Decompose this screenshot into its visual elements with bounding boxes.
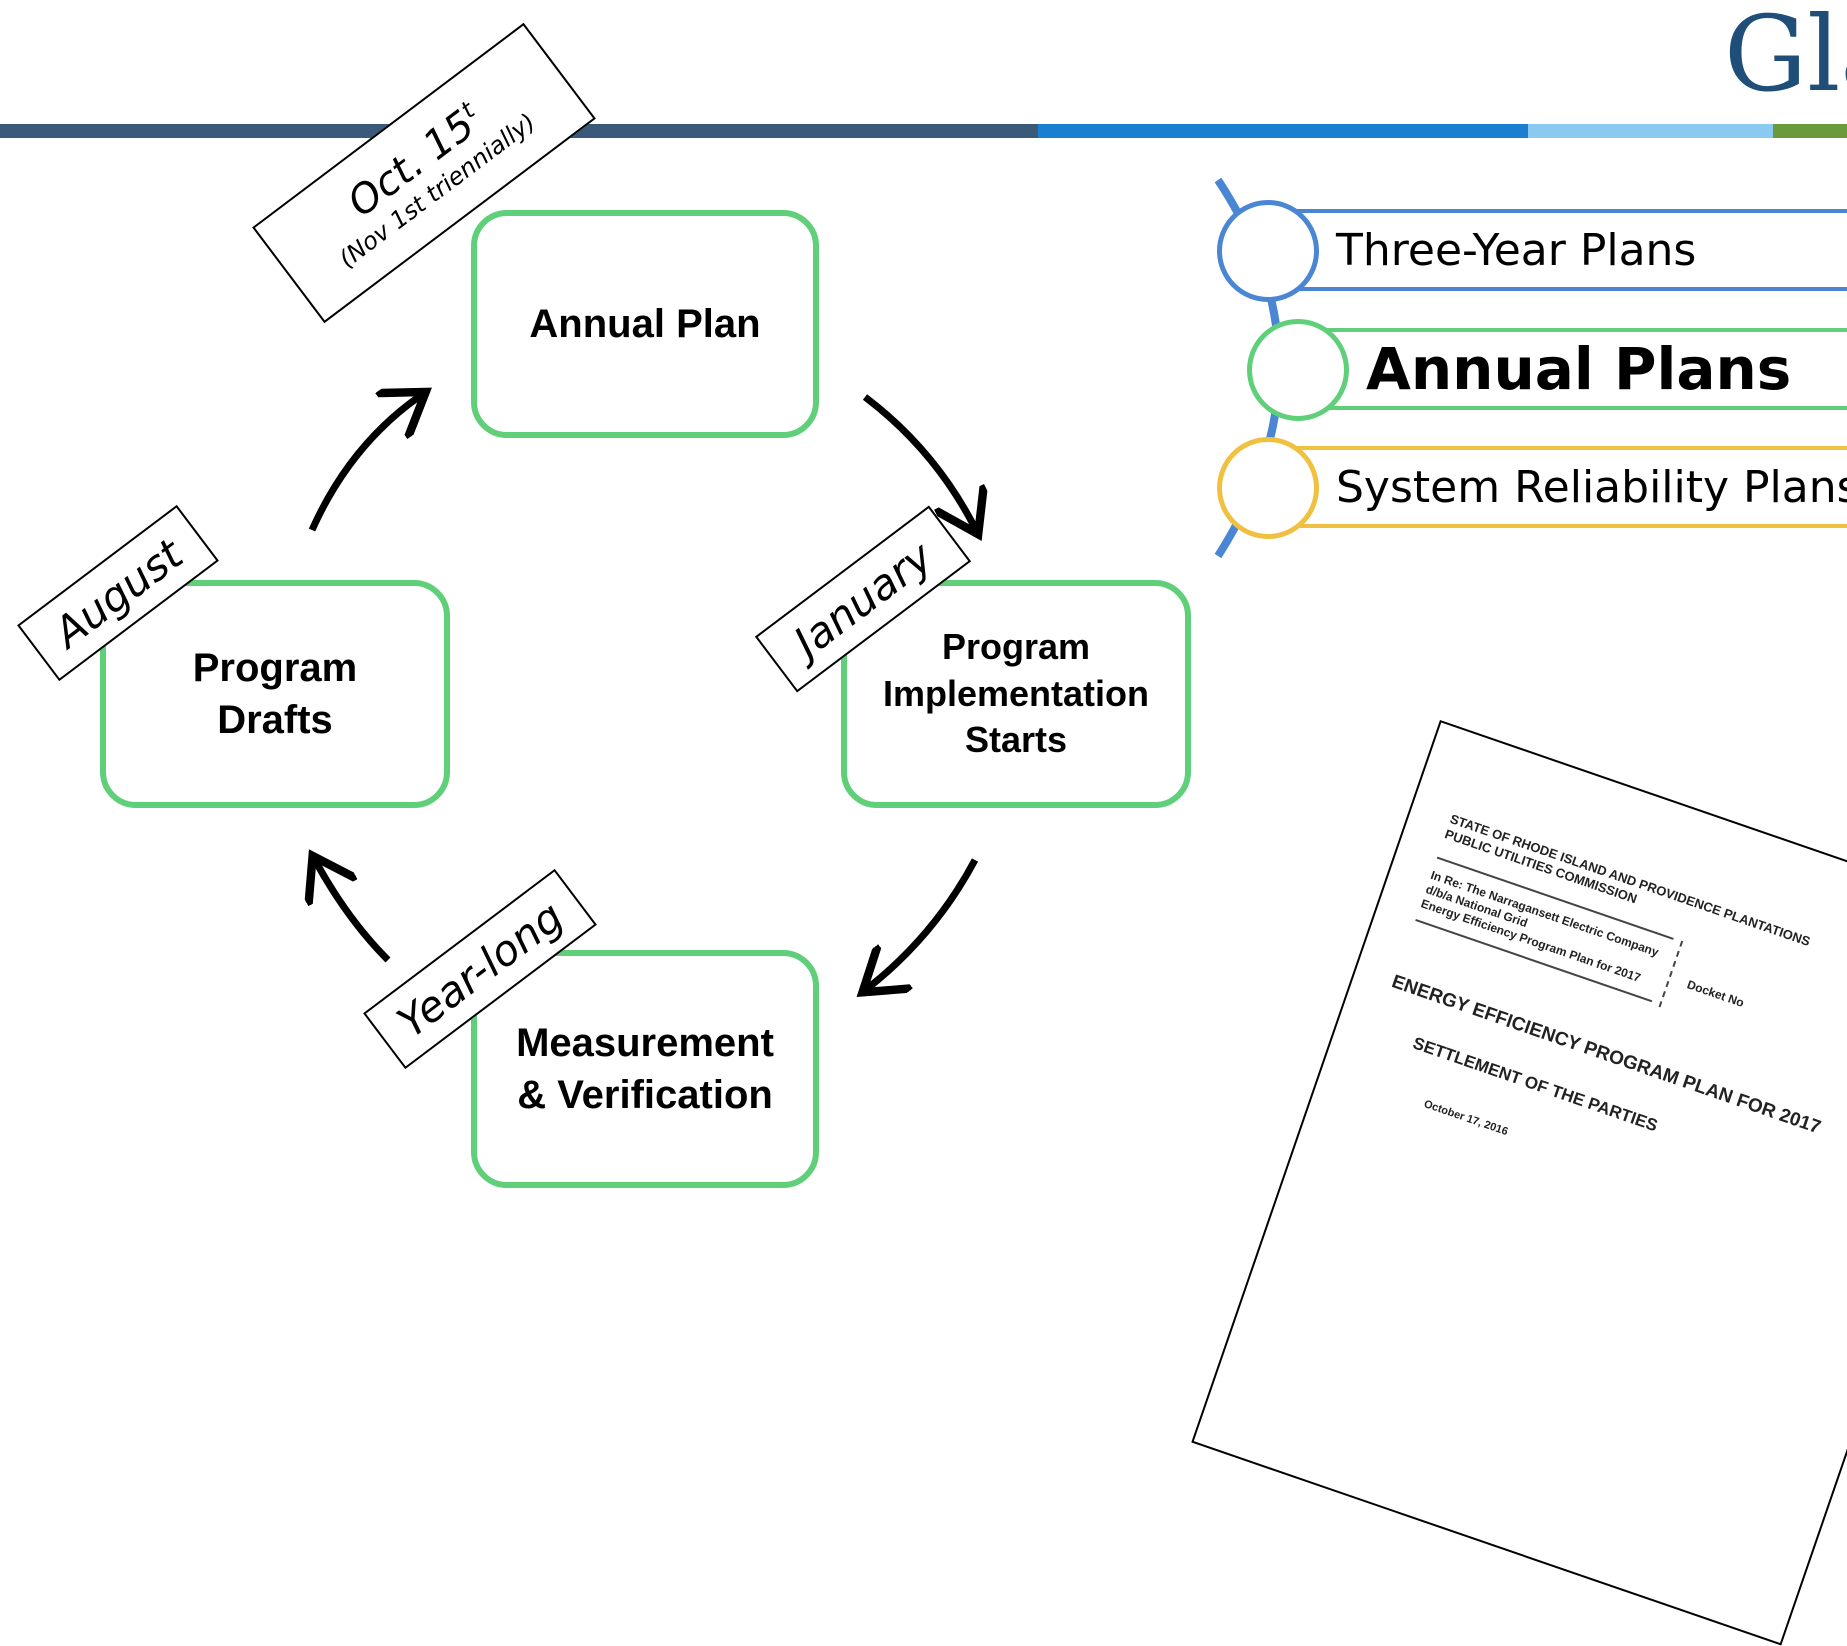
node-measurement-verification: Measurement & Verification: [471, 950, 819, 1188]
arrow-annual-to-implementation: [862, 394, 975, 528]
node-implementation-line-2: Implementation: [882, 672, 1150, 714]
legend-circle-system-reliability: [1217, 437, 1319, 539]
legend-label-three-year: Three-Year Plans: [1336, 224, 1697, 276]
header-bar-green: [1773, 124, 1847, 138]
node-implementation-line-3: Starts: [964, 719, 1068, 761]
brand-logo-text: Gla: [1724, 0, 1847, 115]
node-drafts-line-2: Drafts: [217, 698, 333, 742]
legend-bar-annual: Annual Plans: [1292, 328, 1847, 410]
node-implementation-line-1: Program: [941, 625, 1091, 667]
legend-circle-annual: [1247, 319, 1349, 421]
doc-date: October 17, 2016: [1422, 1098, 1510, 1139]
arrow-measurement-to-drafts: [316, 862, 391, 963]
arrow-drafts-to-annual: [308, 396, 420, 532]
arrow-implementation-to-measurement: [868, 858, 979, 988]
node-measurement-line-1: Measurement: [516, 1021, 774, 1065]
node-annual-plan: Annual Plan: [471, 210, 819, 438]
header-bar-blue: [1038, 124, 1528, 138]
header-bar-light-blue: [1528, 124, 1773, 138]
doc-divider: [1658, 940, 1684, 1008]
doc-docket: Docket No: [1685, 977, 1746, 1010]
cycle-arrows: [0, 0, 1847, 1178]
legend-label-annual: Annual Plans: [1366, 335, 1792, 403]
legend-circle-three-year: [1217, 200, 1319, 302]
node-measurement-line-2: & Verification: [517, 1073, 773, 1117]
node-program-drafts: Program Drafts: [100, 580, 450, 808]
legend-label-system-reliability: System Reliability Plans: [1336, 461, 1847, 513]
node-annual-plan-label: Annual Plan: [529, 302, 761, 346]
node-program-implementation: Program Implementation Starts: [841, 580, 1191, 808]
legend-bar-system-reliability: System Reliability Plans: [1262, 446, 1847, 528]
node-drafts-line-1: Program: [192, 646, 358, 690]
legend-bar-three-year: Three-Year Plans: [1262, 209, 1847, 291]
